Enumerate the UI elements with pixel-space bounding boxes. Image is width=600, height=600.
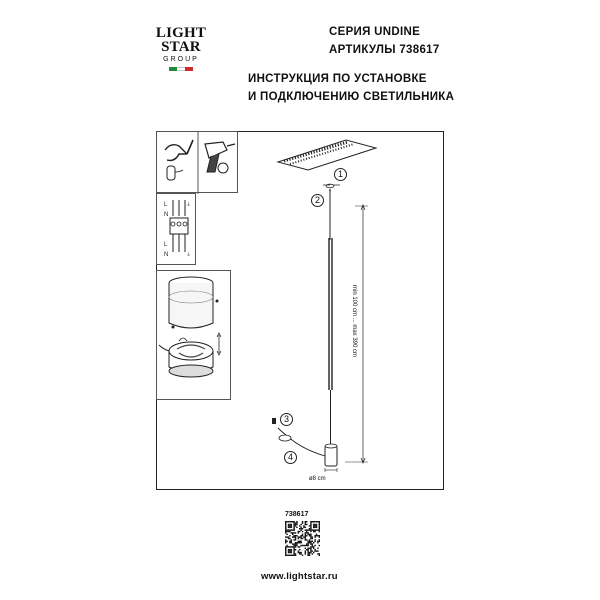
terminal-block-icon: L N L N ⏚ ⏚ [164, 200, 191, 258]
wiring-label-l-bottom: L [164, 242, 168, 248]
svg-text:⏚: ⏚ [186, 251, 191, 258]
step-marker-3: 3 [280, 413, 293, 426]
series-title: СЕРИЯ UNDINE [329, 26, 421, 38]
base-plate-icon [158, 341, 214, 378]
website-link[interactable]: www.lightstar.ru [261, 571, 338, 582]
height-label: min 100 cm ... max 390 cm [351, 285, 357, 358]
diameter-label: ø8 cm [309, 476, 326, 482]
qr-code-icon[interactable] [285, 521, 320, 556]
cutter-icon [164, 139, 194, 181]
rotation-arrows-icon [178, 332, 222, 356]
instruction-title-line-1: ИНСТРУКЦИЯ ПО УСТАНОВКЕ [248, 73, 427, 85]
wiring-label-n-bottom: N [164, 252, 168, 258]
wiring-panel: L N L N ⏚ ⏚ [156, 193, 196, 265]
step-marker-2: 2 [311, 194, 324, 207]
article-numbers: АРТИКУЛЫ 738617 [329, 44, 440, 56]
base-assembly-panel [156, 270, 231, 400]
drill-icon [204, 141, 236, 174]
lamp-shade-icon [168, 276, 219, 329]
brand-logo: LIGHT STAR GROUP [150, 26, 212, 98]
article-code: 738617 [285, 511, 309, 518]
logo-line-3: GROUP [163, 56, 199, 63]
italian-flag-icon [150, 67, 212, 71]
lamp-rod [328, 190, 333, 448]
tools-panel [156, 131, 238, 194]
ceiling-plate-icon [276, 139, 378, 171]
step-marker-1: 1 [334, 168, 347, 181]
svg-text:⏚: ⏚ [186, 201, 191, 208]
height-dimension-line [345, 204, 368, 464]
step-marker-4: 4 [284, 451, 297, 464]
wiring-label-l-top: L [164, 202, 168, 208]
lamp-base-icon [324, 443, 338, 467]
instruction-title-line-2: И ПОДКЛЮЧЕНИЮ СВЕТИЛЬНИКА [248, 91, 455, 103]
logo-line-2: STAR [161, 39, 201, 55]
wiring-label-n-top: N [164, 212, 168, 218]
diameter-dimension-line [324, 468, 338, 472]
power-cable-icon [272, 418, 326, 457]
logo-line-1: LIGHT [155, 25, 207, 41]
pendant-connector-icon [323, 183, 340, 191]
